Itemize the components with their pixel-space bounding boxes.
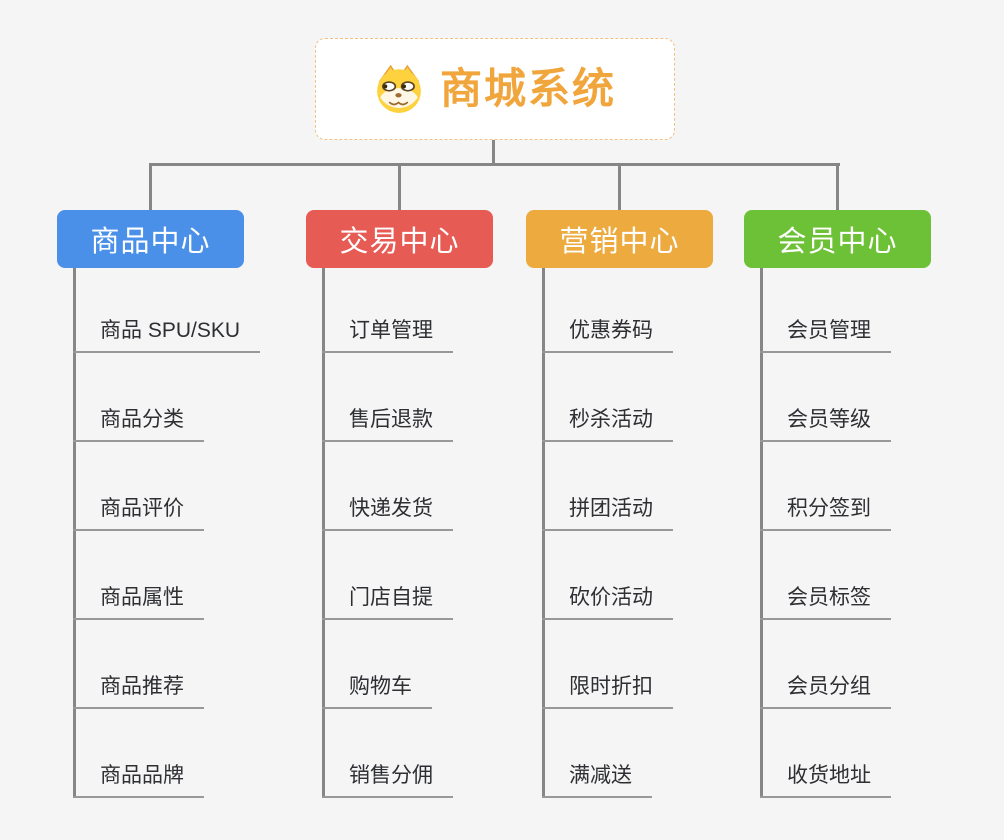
leaf-label-product-review[interactable]: 商品评价 (73, 492, 204, 531)
leaf-label-full-reduction[interactable]: 满减送 (542, 759, 652, 798)
branch-column-marketing: 营销中心 优惠券码 秒杀活动 拼团活动 砍价活动 限时折扣 满减送 (526, 210, 766, 798)
branch-column-trade: 交易中心 订单管理 售后退款 快递发货 门店自提 购物车 销售分佣 (306, 210, 546, 798)
leaf-label-aftersale-refund[interactable]: 售后退款 (322, 403, 453, 442)
leaf-item: 商品评价 (57, 442, 297, 531)
leaf-label-bargain-activity[interactable]: 砍价活动 (542, 581, 673, 620)
branch-stub-line (836, 165, 839, 211)
leaf-label-member-group[interactable]: 会员分组 (760, 670, 891, 709)
branch-items-trade: 订单管理 售后退款 快递发货 门店自提 购物车 销售分佣 (306, 268, 546, 798)
leaf-item: 门店自提 (306, 531, 546, 620)
leaf-item: 积分签到 (744, 442, 984, 531)
branch-stub-line (398, 165, 401, 211)
leaf-item: 商品品牌 (57, 709, 297, 798)
leaf-item: 会员等级 (744, 353, 984, 442)
leaf-item: 满减送 (526, 709, 766, 798)
branch-trunk-line (322, 268, 325, 798)
branch-items-product: 商品 SPU/SKU 商品分类 商品评价 商品属性 商品推荐 商品品牌 (57, 268, 297, 798)
horizontal-connector-line (149, 163, 840, 166)
leaf-item: 销售分佣 (306, 709, 546, 798)
leaf-item: 售后退款 (306, 353, 546, 442)
leaf-item: 秒杀活动 (526, 353, 766, 442)
leaf-label-product-brand[interactable]: 商品品牌 (73, 759, 204, 798)
leaf-label-express-delivery[interactable]: 快递发货 (322, 492, 453, 531)
leaf-label-points-checkin[interactable]: 积分签到 (760, 492, 891, 531)
leaf-label-order-management[interactable]: 订单管理 (322, 314, 453, 353)
leaf-label-product-attribute[interactable]: 商品属性 (73, 581, 204, 620)
branch-items-marketing: 优惠券码 秒杀活动 拼团活动 砍价活动 限时折扣 满减送 (526, 268, 766, 798)
leaf-label-shopping-cart[interactable]: 购物车 (322, 670, 432, 709)
root-stem-line (492, 140, 495, 165)
leaf-label-product-recommend[interactable]: 商品推荐 (73, 670, 204, 709)
branch-node-marketing-center[interactable]: 营销中心 (526, 210, 713, 268)
leaf-item: 商品 SPU/SKU (57, 268, 297, 353)
leaf-item: 订单管理 (306, 268, 546, 353)
leaf-item: 限时折扣 (526, 620, 766, 709)
leaf-label-member-management[interactable]: 会员管理 (760, 314, 891, 353)
leaf-label-limited-time-discount[interactable]: 限时折扣 (542, 670, 673, 709)
leaf-item: 商品属性 (57, 531, 297, 620)
branch-column-member: 会员中心 会员管理 会员等级 积分签到 会员标签 会员分组 收货地址 (744, 210, 984, 798)
branch-node-product-center[interactable]: 商品中心 (57, 210, 244, 268)
leaf-item: 会员分组 (744, 620, 984, 709)
leaf-label-store-pickup[interactable]: 门店自提 (322, 581, 453, 620)
branch-column-product: 商品中心 商品 SPU/SKU 商品分类 商品评价 商品属性 商品推荐 商品品牌 (57, 210, 297, 798)
leaf-item: 购物车 (306, 620, 546, 709)
leaf-item: 会员管理 (744, 268, 984, 353)
root-node-mall-system[interactable]: 商城系统 (315, 38, 675, 140)
branch-trunk-line (760, 268, 763, 798)
branch-items-member: 会员管理 会员等级 积分签到 会员标签 会员分组 收货地址 (744, 268, 984, 798)
leaf-label-sales-commission[interactable]: 销售分佣 (322, 759, 453, 798)
doge-icon (377, 64, 421, 113)
leaf-item: 商品分类 (57, 353, 297, 442)
branch-trunk-line (542, 268, 545, 798)
branch-stub-line (618, 165, 621, 211)
leaf-item: 快递发货 (306, 442, 546, 531)
leaf-label-group-buy[interactable]: 拼团活动 (542, 492, 673, 531)
leaf-label-member-tag[interactable]: 会员标签 (760, 581, 891, 620)
leaf-item: 优惠券码 (526, 268, 766, 353)
leaf-label-product-spu-sku[interactable]: 商品 SPU/SKU (73, 314, 261, 353)
leaf-label-shipping-address[interactable]: 收货地址 (760, 759, 891, 798)
branch-node-member-center[interactable]: 会员中心 (744, 210, 931, 268)
branch-node-trade-center[interactable]: 交易中心 (306, 210, 493, 268)
leaf-label-coupon-code[interactable]: 优惠券码 (542, 314, 673, 353)
leaf-label-product-category[interactable]: 商品分类 (73, 403, 204, 442)
root-title: 商城系统 (439, 65, 616, 112)
leaf-item: 商品推荐 (57, 620, 297, 709)
leaf-item: 收货地址 (744, 709, 984, 798)
leaf-label-flash-sale[interactable]: 秒杀活动 (542, 403, 673, 442)
leaf-item: 会员标签 (744, 531, 984, 620)
leaf-item: 砍价活动 (526, 531, 766, 620)
branch-stub-line (149, 165, 152, 211)
branch-trunk-line (73, 268, 76, 798)
leaf-label-member-level[interactable]: 会员等级 (760, 403, 891, 442)
leaf-item: 拼团活动 (526, 442, 766, 531)
